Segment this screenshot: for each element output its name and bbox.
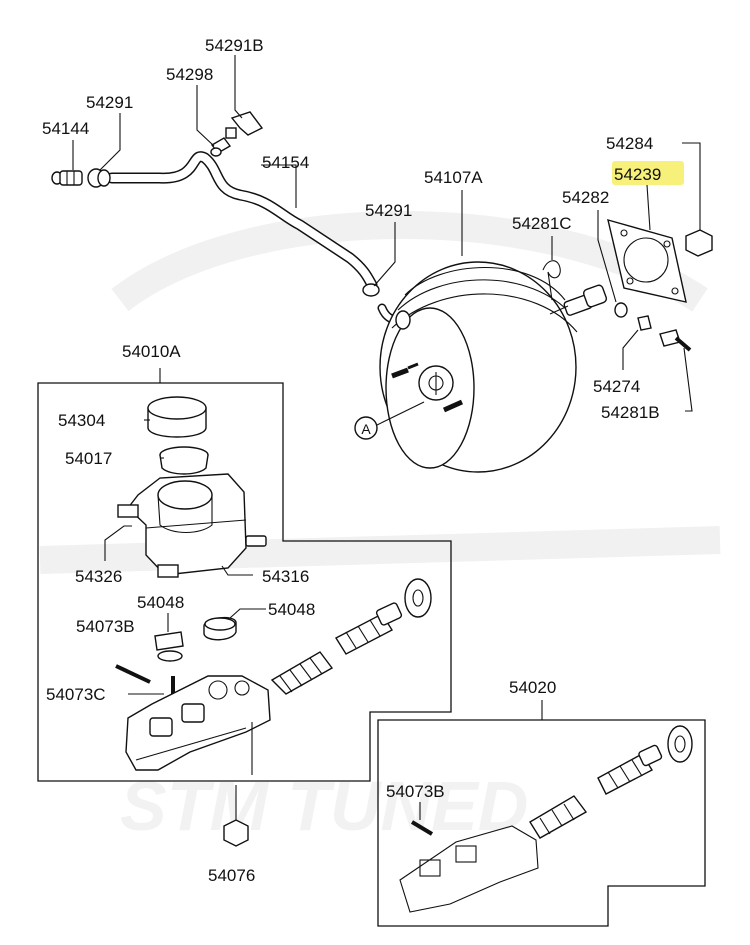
piston-kit-frame	[377, 719, 706, 927]
label-54154: 54154	[262, 153, 309, 172]
label-54284: 54284	[606, 134, 653, 153]
label-54076: 54076	[208, 866, 255, 885]
part-labels: 54291B 54298 54291 54144 54154 54107A 54…	[42, 36, 684, 885]
label-54274: 54274	[593, 377, 640, 396]
master-cylinder-assembly	[115, 396, 432, 847]
label-54298: 54298	[166, 65, 213, 84]
label-54048-b: 54048	[268, 600, 315, 619]
label-54144: 54144	[42, 119, 89, 138]
highlight-54239	[612, 161, 684, 185]
piston-kit	[399, 725, 693, 913]
master-cylinder-assembly-frame	[37, 382, 452, 782]
brake-booster: A	[354, 260, 608, 473]
label-54017: 54017	[65, 449, 112, 468]
label-54048-a: 54048	[137, 593, 184, 612]
label-54239: 54239	[614, 165, 661, 184]
label-54107a: 54107A	[424, 168, 483, 187]
label-54282: 54282	[562, 188, 609, 207]
label-54291b: 54291B	[205, 36, 264, 55]
label-54316: 54316	[262, 567, 309, 586]
label-54073c: 54073C	[46, 685, 106, 704]
label-54010a: 54010A	[122, 342, 181, 361]
callout-a: A	[361, 421, 371, 437]
label-54291-mid: 54291	[365, 201, 412, 220]
label-54020: 54020	[509, 678, 556, 697]
label-54281b: 54281B	[601, 403, 660, 422]
leader-lines	[72, 55, 701, 820]
label-54291-top: 54291	[86, 93, 133, 112]
watermark-text: STM TUNED	[120, 767, 528, 845]
vacuum-hose-assembly	[51, 111, 409, 325]
label-54304: 54304	[58, 411, 105, 430]
label-54281c: 54281C	[512, 214, 572, 233]
label-54326: 54326	[75, 567, 122, 586]
label-54073b-a: 54073B	[76, 617, 135, 636]
label-54073b-b: 54073B	[386, 782, 445, 801]
booster-gasket-hardware	[607, 219, 713, 352]
